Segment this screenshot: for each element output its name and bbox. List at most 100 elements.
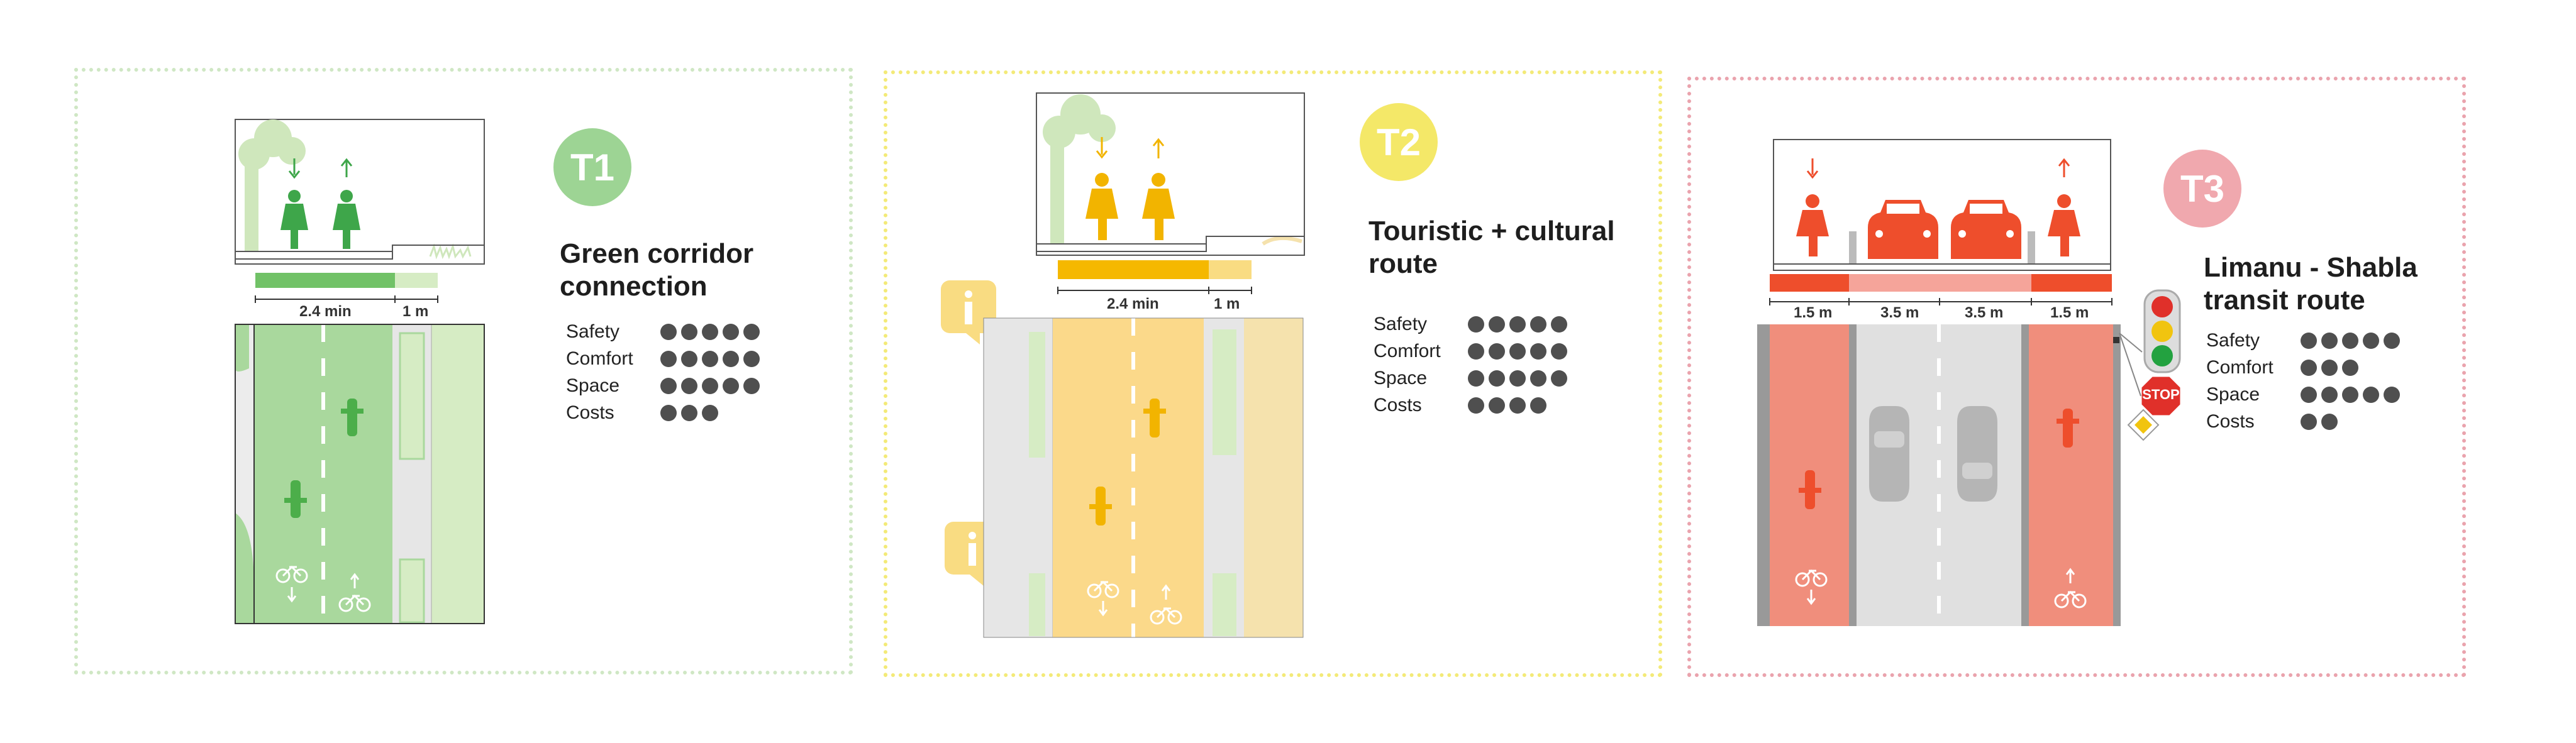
rating-dot xyxy=(2321,413,2338,430)
rating-dots xyxy=(2301,386,2400,403)
priority-road-sign-icon xyxy=(2127,409,2160,441)
rating-dot xyxy=(743,323,760,340)
rating-row: Space xyxy=(2206,381,2400,408)
t3-badge: T3 xyxy=(2163,150,2241,228)
rating-row: Comfort xyxy=(566,345,760,372)
rating-label: Space xyxy=(2206,384,2260,405)
rating-dot xyxy=(1530,343,1546,360)
rating-row: Safety xyxy=(2206,327,2400,354)
rating-row: Comfort xyxy=(1374,338,1567,365)
rating-dot xyxy=(1551,343,1567,360)
rating-dot xyxy=(660,404,677,421)
rating-dot xyxy=(1509,343,1526,360)
sign-connector-lines xyxy=(2119,333,2143,397)
rating-dot xyxy=(1489,316,1505,333)
rating-dot xyxy=(702,323,718,340)
rating-dot xyxy=(1489,397,1505,414)
stop-sign-label: STOP xyxy=(2142,387,2180,402)
rating-dots xyxy=(660,350,760,367)
rating-label: Safety xyxy=(566,321,620,342)
t3-dim-4: 1.5 m xyxy=(2050,304,2089,321)
rating-dots xyxy=(1468,370,1567,387)
t1-dim-line xyxy=(255,295,438,303)
rating-label: Comfort xyxy=(566,348,633,369)
rating-dots xyxy=(660,323,760,340)
t1-title-line2: connection xyxy=(560,271,708,302)
rating-dot xyxy=(2384,386,2400,403)
rating-dots xyxy=(2301,332,2400,349)
rating-dot xyxy=(2342,359,2358,376)
rating-dot xyxy=(743,377,760,394)
rating-dot xyxy=(1509,370,1526,387)
rating-dots xyxy=(2301,359,2358,376)
t3-dim-2: 3.5 m xyxy=(1880,304,1919,321)
rating-dot xyxy=(702,404,718,421)
rating-dot xyxy=(2301,332,2317,349)
t3-dim-1: 1.5 m xyxy=(1794,304,1833,321)
rating-dot xyxy=(2321,359,2338,376)
rating-label: Costs xyxy=(566,402,614,423)
rating-dots xyxy=(1468,397,1546,414)
rating-dot xyxy=(681,377,697,394)
rating-dot xyxy=(2301,386,2317,403)
t3-title: Limanu - Shabla transit route xyxy=(2204,251,2418,317)
t3-title-line1: Limanu - Shabla xyxy=(2204,252,2418,283)
t2-dim-line xyxy=(1057,287,1252,294)
t1-title-line1: Green corridor xyxy=(560,238,754,269)
rating-label: Safety xyxy=(2206,330,2260,351)
rating-dot xyxy=(681,350,697,367)
rating-dot xyxy=(1509,316,1526,333)
rating-dot xyxy=(1489,370,1505,387)
rating-dot xyxy=(702,350,718,367)
rating-dot xyxy=(2342,332,2358,349)
rating-row: Safety xyxy=(1374,311,1567,338)
rating-dot xyxy=(2321,386,2338,403)
rating-dot xyxy=(660,377,677,394)
rating-label: Costs xyxy=(2206,411,2255,432)
t3-lane-bar xyxy=(1770,274,2112,292)
rating-dot xyxy=(660,323,677,340)
rating-dots xyxy=(660,404,718,421)
t2-title: Touristic + cultural route xyxy=(1368,215,1615,280)
t3-section-elevation xyxy=(1773,139,2111,271)
rating-dot xyxy=(1551,316,1567,333)
rating-label: Comfort xyxy=(2206,357,2273,378)
t2-badge: T2 xyxy=(1360,103,1438,181)
t1-dim-side: 1 m xyxy=(402,303,429,320)
t3-title-line2: transit route xyxy=(2204,285,2365,316)
rating-row: Costs xyxy=(1374,392,1567,419)
stop-sign-icon xyxy=(2140,375,2182,417)
traffic-light-icon xyxy=(2143,289,2181,373)
rating-dot xyxy=(1530,370,1546,387)
rating-dot xyxy=(723,323,739,340)
rating-row: Comfort xyxy=(2206,354,2400,381)
rating-label: Space xyxy=(1374,368,1428,388)
t1-section-elevation xyxy=(235,119,485,265)
t1-dim-main: 2.4 min xyxy=(299,303,352,320)
t2-plan-view xyxy=(941,280,1304,638)
panel-t3 xyxy=(1687,77,2466,677)
rating-dot xyxy=(1489,343,1505,360)
t2-title-line1: Touristic + cultural xyxy=(1368,216,1615,246)
rating-dots xyxy=(1468,316,1567,333)
rating-row: Costs xyxy=(566,399,760,426)
rating-dot xyxy=(2301,359,2317,376)
t1-lane-bar xyxy=(255,273,438,288)
rating-dot xyxy=(1530,316,1546,333)
rating-row: Space xyxy=(566,372,760,399)
t1-badge: T1 xyxy=(553,128,631,206)
rating-row: Space xyxy=(1374,365,1567,392)
rating-dot xyxy=(2363,332,2379,349)
rating-dot xyxy=(743,350,760,367)
rating-dot xyxy=(1530,397,1546,414)
rating-dot xyxy=(2321,332,2338,349)
rating-dot xyxy=(723,377,739,394)
t1-title: Green corridor connection xyxy=(560,238,753,303)
rating-dot xyxy=(1468,316,1484,333)
t2-title-line2: route xyxy=(1368,248,1438,279)
t3-dim-line xyxy=(1769,298,2112,305)
rating-dot xyxy=(681,404,697,421)
